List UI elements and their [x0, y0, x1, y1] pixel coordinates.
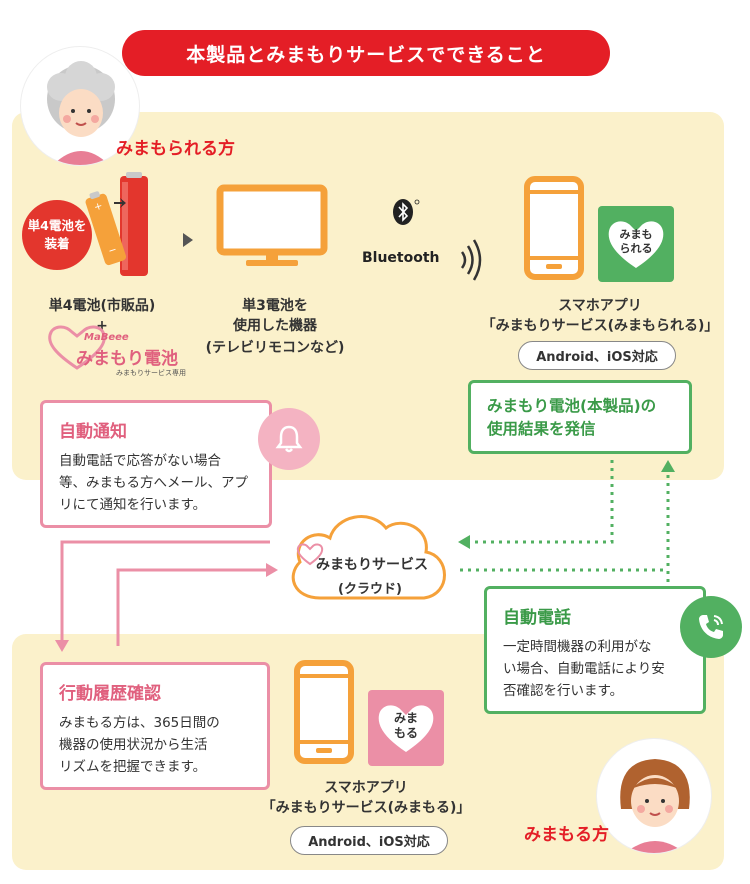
- auto-notify-title: 自動通知: [59, 422, 127, 442]
- battery-caption-line1: 単4電池(市販品): [48, 298, 156, 314]
- tv-icon: [216, 184, 328, 270]
- page-title: 本製品とみまもりサービスでできること: [122, 30, 610, 76]
- send-result-text: みまもり電池(本製品)の 使用結果を発信: [487, 395, 673, 441]
- auto-call-body: 一定時間機器の利用がな い場合、自動電話により安 否確認を行います。: [503, 636, 687, 702]
- watcher-app-icon-text: みま もる: [394, 711, 418, 741]
- logo-name-accent: 電池: [144, 349, 178, 369]
- cloud-sub: (クラウド): [338, 582, 402, 597]
- battery-caption: 単4電池(市販品) +: [22, 296, 182, 336]
- send-result-line2: 使用結果を発信: [487, 420, 596, 438]
- send-result-line1: みまもり電池(本製品)の: [487, 397, 657, 415]
- auto-notify-line3: リにて通知を行います。: [59, 497, 207, 513]
- send-result-box: みまもり電池(本製品)の 使用結果を発信: [468, 380, 692, 454]
- cloud-icon: みまもりサービス (クラウド): [280, 498, 460, 610]
- auto-call-box: 自動電話 一定時間機器の利用がな い場合、自動電話により安 否確認を行います。: [484, 586, 706, 714]
- history-line3: リズムを把握できます。: [59, 759, 207, 775]
- watched-label: みまもられる方: [116, 139, 235, 159]
- history-line2: 機器の使用状況から生活: [59, 737, 208, 753]
- watched-app-caption: スマホアプリ 「みまもりサービス(みまもられる)」: [470, 296, 730, 336]
- battery-caption-line2: +: [96, 318, 108, 334]
- heart-icon: [296, 543, 324, 566]
- mabeee-logo: MaBeee みまもり電池 みまもりサービス専用: [46, 322, 186, 380]
- cloud-name: みまもりサービス: [316, 557, 428, 573]
- history-box: 行動履歴確認 みまもる方は、365日間の 機器の使用状況から生活 リズムを把握で…: [40, 662, 270, 790]
- history-line1: みまもる方は、365日間の: [59, 715, 220, 731]
- battery-badge: 単4電池を 装着: [22, 200, 92, 270]
- watcher-app-caption-line1: スマホアプリ: [324, 780, 408, 796]
- bluetooth-icon: [390, 198, 426, 226]
- watched-app-caption-line1: スマホアプリ: [558, 298, 642, 314]
- auto-call-line1: 一定時間機器の利用がな: [503, 639, 652, 655]
- watcher-app-caption-line2: 「みまもりサービス(みまもる)」: [261, 800, 471, 816]
- auto-notify-line2: 等、みまもる方へメール、アプ: [59, 475, 248, 491]
- bluetooth-label: Bluetooth: [362, 250, 440, 266]
- watched-app-icon: みまも られる: [598, 206, 674, 282]
- device-caption-line3: (テレビリモコンなど): [205, 340, 345, 356]
- battery-icon: − +: [85, 172, 148, 276]
- history-body: みまもる方は、365日間の 機器の使用状況から生活 リズムを把握できます。: [59, 712, 251, 778]
- watcher-app-icon-line2: もる: [393, 726, 418, 740]
- device-caption-line1: 単3電池を: [242, 298, 308, 314]
- watcher-app-platform-badge: Android、iOS対応: [290, 826, 448, 855]
- smartphone-icon: [294, 660, 354, 764]
- history-title: 行動履歴確認: [59, 684, 161, 704]
- auto-notify-body: 自動電話で応答がない場合 等、みまもる方へメール、アプ リにて通知を行います。: [59, 450, 253, 516]
- watched-app-icon-text: みまも られる: [620, 228, 653, 256]
- svg-text:−: −: [107, 244, 118, 257]
- watched-app-icon-line2: られる: [619, 242, 653, 255]
- logo-name-main: みまもり: [76, 349, 144, 369]
- watcher-person-avatar: [596, 738, 712, 854]
- logo-sub: みまもりサービス専用: [116, 369, 186, 377]
- auto-notify-line1: 自動電話で応答がない場合: [59, 453, 221, 469]
- auto-call-line3: 否確認を行います。: [503, 683, 624, 699]
- watcher-app-caption: スマホアプリ 「みまもりサービス(みまもる)」: [236, 778, 496, 818]
- battery-badge-line1: 単4電池を: [27, 218, 87, 233]
- phone-icon: [680, 596, 742, 658]
- auto-call-title: 自動電話: [503, 608, 571, 628]
- svg-text:+: +: [93, 201, 104, 214]
- watcher-label: みまもる方: [524, 825, 609, 845]
- watched-app-platform-badge: Android、iOS対応: [518, 341, 676, 370]
- battery-illustration: − + 単4電池を 装着: [22, 172, 162, 284]
- smartphone-icon: [524, 176, 584, 280]
- battery-badge-line2: 装着: [44, 236, 70, 251]
- watcher-app-icon-line1: みま: [393, 711, 418, 725]
- device-caption: 単3電池を 使用した機器 (テレビリモコンなど): [190, 296, 360, 358]
- watched-app-caption-line2: 「みまもりサービス(みまもられる)」: [481, 318, 719, 334]
- watcher-app-icon: みま もる: [368, 690, 444, 766]
- logo-name: みまもり電池: [76, 344, 178, 369]
- bell-icon: [258, 408, 320, 470]
- heart-icon: [608, 221, 664, 268]
- watched-person-avatar: [20, 46, 140, 166]
- auto-notify-box: 自動通知 自動電話で応答がない場合 等、みまもる方へメール、アプ リにて通知を行…: [40, 400, 272, 528]
- auto-call-line2: い場合、自動電話により安: [503, 661, 665, 677]
- logo-brand: MaBeee: [84, 332, 129, 343]
- heart-icon: [48, 325, 106, 370]
- heart-icon: [378, 705, 434, 752]
- device-caption-line2: 使用した機器: [233, 318, 317, 334]
- watched-app-icon-line1: みまも: [619, 228, 653, 241]
